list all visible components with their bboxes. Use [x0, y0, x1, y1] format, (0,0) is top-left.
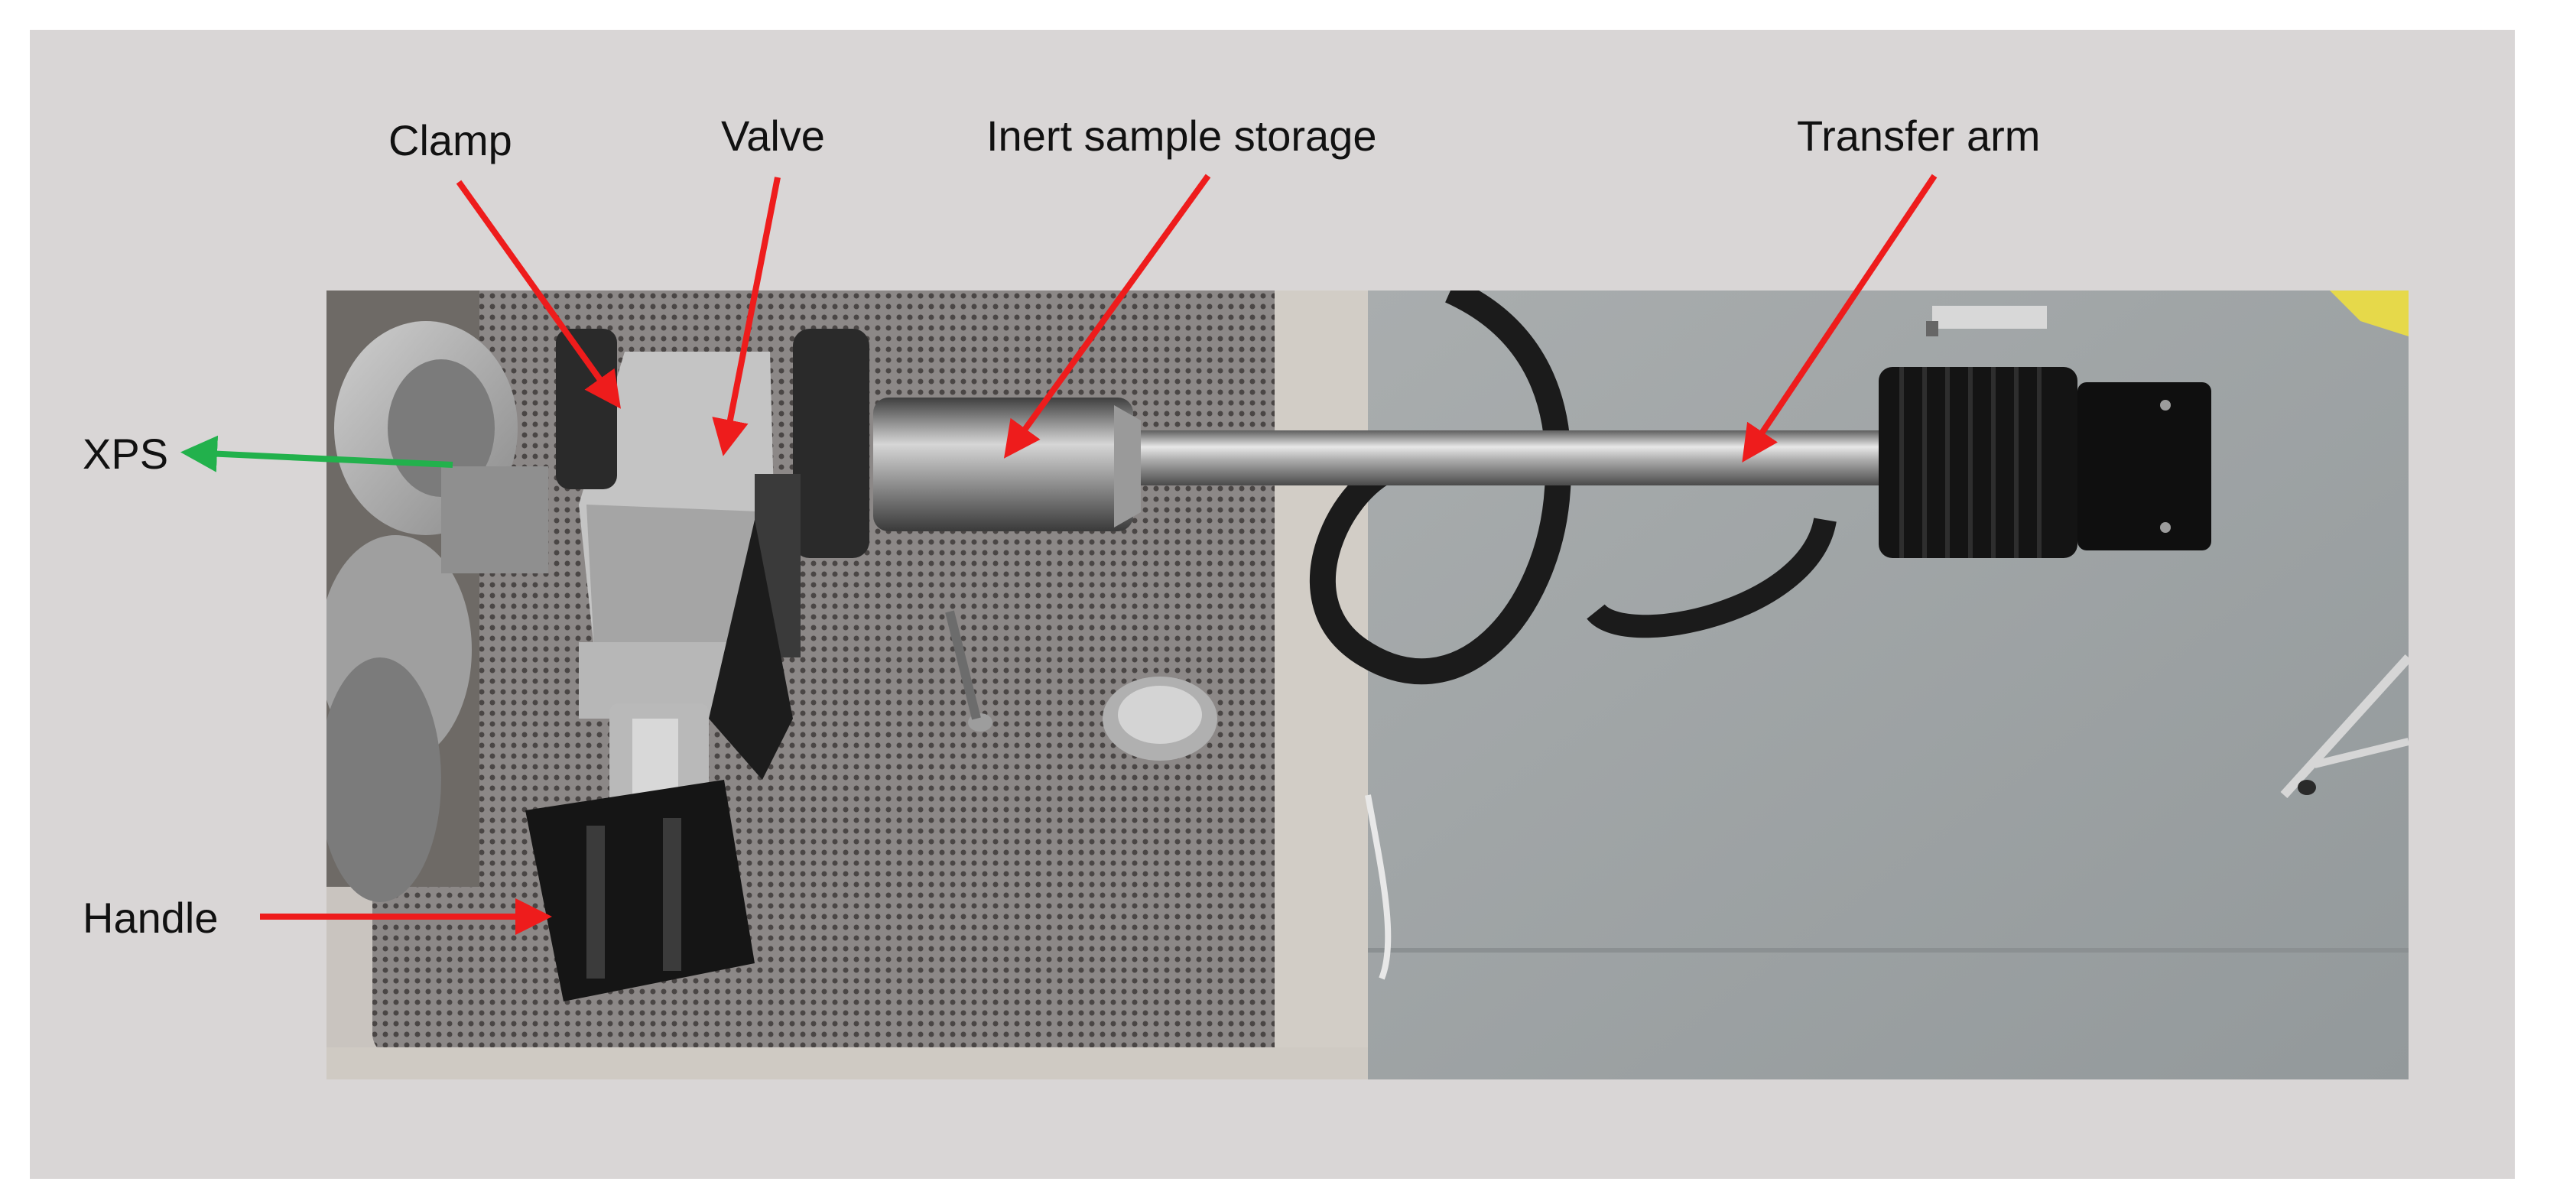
instrument-photo — [326, 291, 2409, 1079]
label-valve: Valve — [721, 112, 825, 160]
label-transfer-arm: Transfer arm — [1797, 112, 2041, 160]
label-handle: Handle — [83, 894, 219, 942]
label-clamp: Clamp — [388, 116, 512, 164]
label-xps: XPS — [83, 430, 169, 478]
label-inert-sample-storage: Inert sample storage — [986, 112, 1377, 160]
